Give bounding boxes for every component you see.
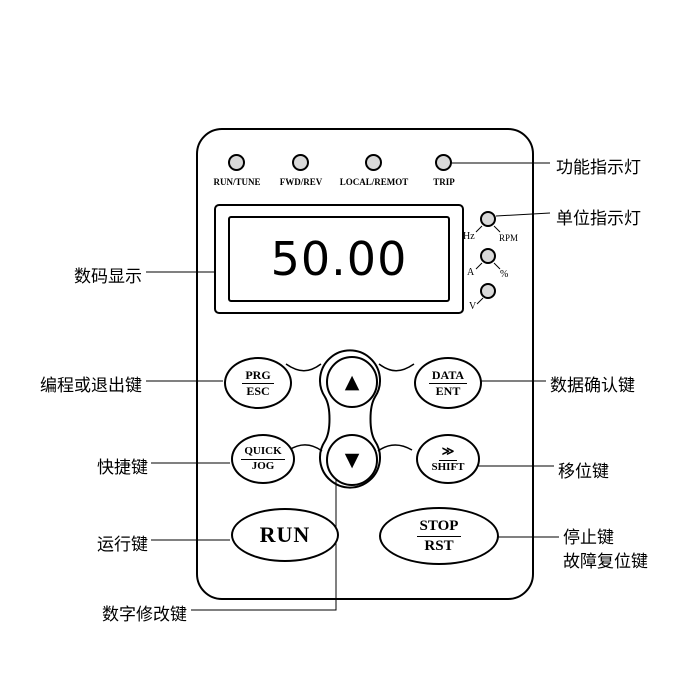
key-quick-jog[interactable]: QUICK JOG [231,434,295,484]
callout-function-leds: 功能指示灯 [556,158,641,177]
leader-digits [191,472,337,611]
led-a-percent [480,248,496,264]
key-shift[interactable]: ≫ SHIFT [416,434,480,484]
unit-label-v: V [469,301,477,312]
led-trip [435,154,452,171]
led-v [480,283,496,299]
key-run-label: RUN [259,522,311,547]
callout-run: 运行键 [97,535,148,554]
up-arrow-icon: ▲ [344,370,360,393]
contour-bottom-right [377,444,413,452]
key-prg-esc-top: PRG [242,368,274,384]
contour-bottom-left [288,444,323,452]
led-hz-rpm [480,211,496,227]
key-shift-top: ≫ [438,444,458,461]
unit-label-a: A [467,267,475,278]
key-quick-jog-top: QUICK [241,445,285,460]
tick-a [475,262,483,270]
contour-top-right [378,363,415,372]
key-data-ent-bottom: ENT [435,384,461,398]
led-label-local-remot: LOCAL/REMOT [339,177,409,187]
tick-percent [493,262,501,270]
key-down[interactable]: ▼ [326,434,378,486]
key-shift-bottom: SHIFT [431,460,465,473]
led-label-run-tune: RUN/TUNE [213,177,261,187]
led-label-fwd-rev: FWD/REV [279,177,323,187]
led-run-tune [228,154,245,171]
tick-v [476,297,484,305]
key-stop-rst[interactable]: STOP RST [379,507,499,565]
contour-top-left [285,363,322,372]
led-local-remot [365,154,382,171]
key-stop-rst-bottom: RST [424,538,454,554]
display-screen: 50.00 [228,216,450,302]
callout-display: 数码显示 [74,267,142,286]
key-prg-esc-bottom: ESC [246,384,270,398]
callout-unit-leds: 单位指示灯 [556,209,641,228]
unit-label-percent: % [500,269,509,280]
unit-label-hz: Hz [463,231,475,242]
key-run[interactable]: RUN [231,508,339,562]
led-label-trip: TRIP [433,177,455,187]
callout-prg: 编程或退出键 [40,376,142,395]
callout-shift: 移位键 [558,462,609,481]
down-arrow-icon: ▼ [344,448,360,471]
callout-quick: 快捷键 [97,458,148,477]
led-fwd-rev [292,154,309,171]
display-value: 50.00 [270,232,408,286]
callout-fault-reset: 故障复位键 [563,552,648,571]
key-up[interactable]: ▲ [326,356,378,408]
callout-stop: 停止键 [563,528,614,547]
key-prg-esc[interactable]: PRG ESC [224,357,292,409]
key-data-ent[interactable]: DATA ENT [414,357,482,409]
tick-rpm [493,225,501,233]
key-data-ent-top: DATA [428,368,468,384]
unit-label-rpm: RPM [499,233,519,243]
tick-hz [475,225,483,233]
key-stop-rst-top: STOP [416,517,462,537]
digital-display: 50.00 [214,204,464,314]
leader-unit-leds [495,212,551,217]
callout-data: 数据确认键 [550,376,635,395]
callout-digits: 数字修改键 [102,605,187,624]
arrow-keys-outline [319,349,381,489]
key-quick-jog-bottom: JOG [251,460,275,472]
